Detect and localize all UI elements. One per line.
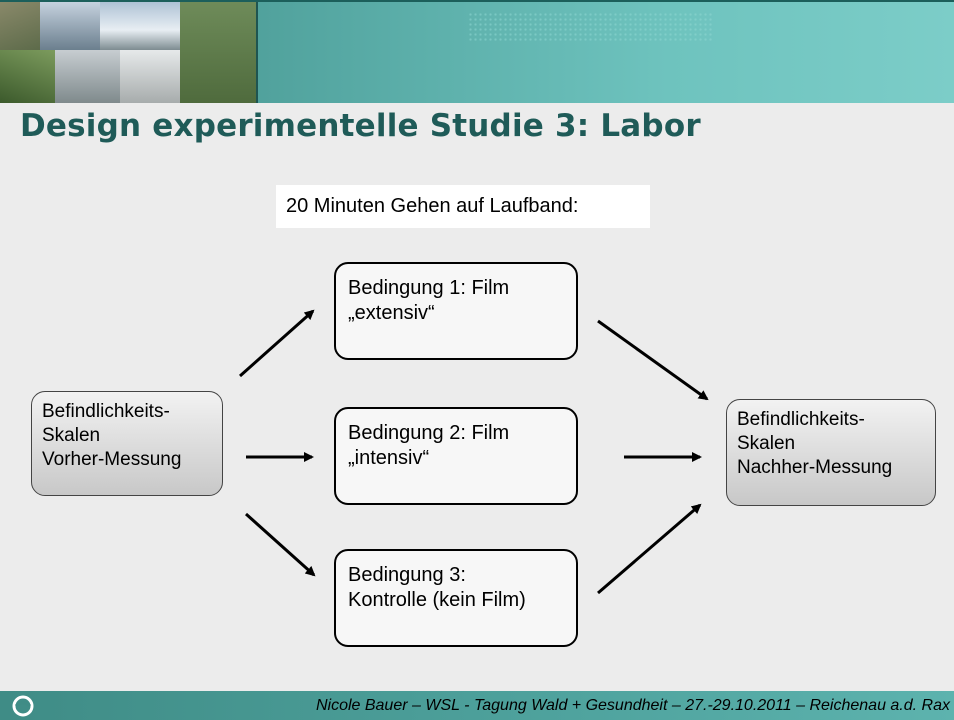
photo-collage	[0, 0, 256, 103]
top-rule	[0, 0, 954, 2]
arrow-cond1-to-post	[597, 319, 709, 401]
photo-city	[40, 0, 100, 50]
slide-title: Design experimentelle Studie 3: Labor	[20, 108, 701, 144]
photo-landscape-1	[0, 0, 40, 50]
box-condition-1: Bedingung 1: Film „extensiv“	[334, 262, 578, 360]
header-banner	[0, 0, 954, 103]
photo-mountains	[100, 0, 180, 50]
footer-bar: Nicole Bauer – WSL - Tagung Wald + Gesun…	[0, 691, 954, 720]
arrow-cond3-to-post	[597, 503, 702, 595]
box-condition-3: Bedingung 3: Kontrolle (kein Film)	[334, 549, 578, 647]
wsl-logo-icon	[12, 695, 34, 717]
box-post-measurement: Befindlichkeits- Skalen Nachher-Messung	[726, 399, 936, 506]
photo-landscape-3	[55, 50, 120, 103]
footer-text: Nicole Bauer – WSL - Tagung Wald + Gesun…	[315, 697, 950, 714]
box-condition-2: Bedingung 2: Film „intensiv“	[334, 407, 578, 505]
arrow-pre-to-cond1	[239, 309, 315, 378]
arrow-pre-to-cond3	[244, 512, 316, 577]
box-pre-measurement: Befindlichkeits- Skalen Vorher-Messung	[31, 391, 223, 496]
banner-separator	[256, 0, 258, 103]
banner-texture	[468, 12, 713, 42]
photo-snow	[120, 50, 180, 103]
photo-landscape-2	[0, 50, 55, 103]
condition-heading: 20 Minuten Gehen auf Laufband:	[276, 185, 650, 228]
photo-forest	[180, 0, 256, 103]
